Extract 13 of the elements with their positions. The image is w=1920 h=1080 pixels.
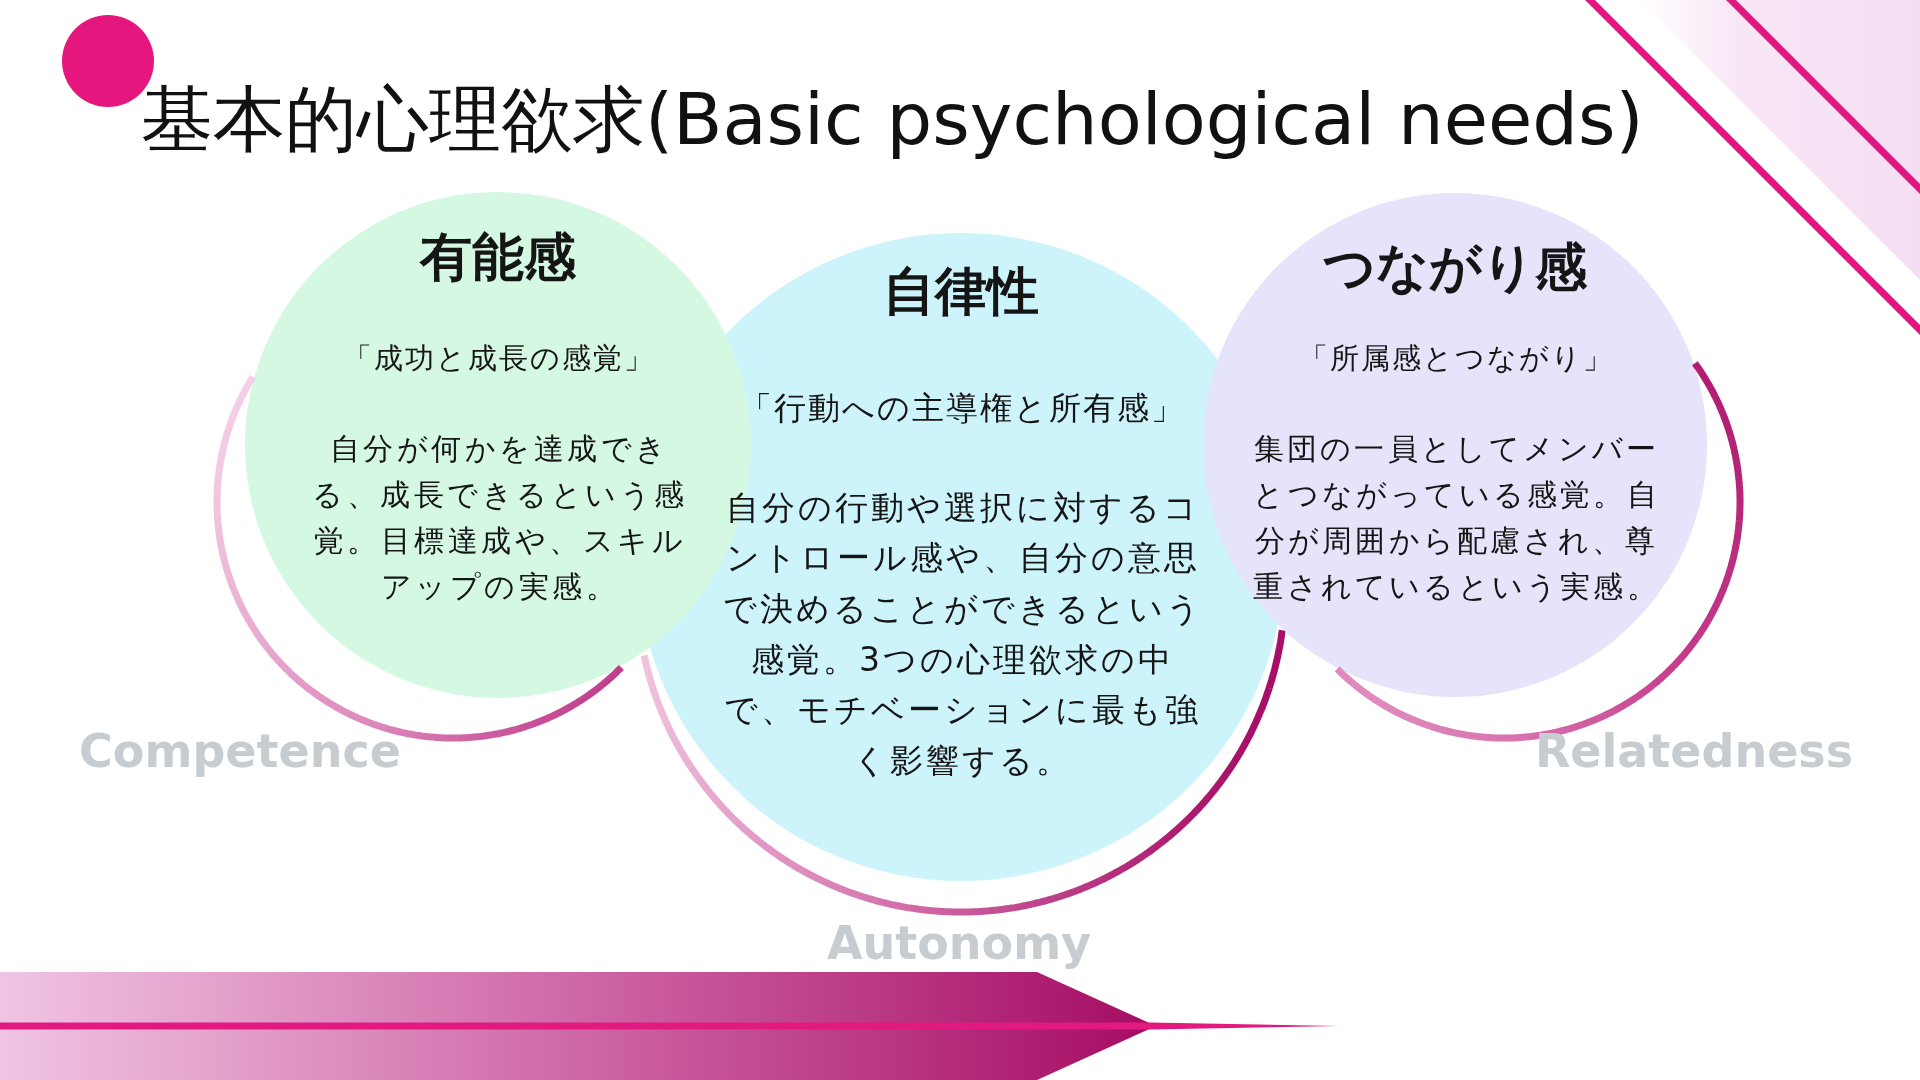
description-text: 集団の一員としてメンバーとつながっている感覚。自分が周囲から配慮され、尊重されているという実感。 [1252, 430, 1661, 606]
need-heading: 自律性 [883, 260, 1039, 323]
quote-subtitle: 「所属感とつながり」 [1298, 340, 1614, 377]
title: 基本的心理欲求(Basic psychological needs) [141, 76, 1644, 162]
english-label: Relatedness [1534, 723, 1854, 779]
need-heading: 有能感 [420, 226, 576, 289]
description-text: 自分が何かを達成できる、成長できるという感覚。目標達成や、スキルアップの実感。 [311, 430, 689, 606]
quote-subtitle: 「行動への主導権と所有感」 [739, 388, 1185, 429]
description-text: 自分の行動や選択に対するコントロール感や、自分の意思で決めることができるという感覚。3つの心理欲求の中で、モチベーションに最も強く影響する。 [721, 486, 1204, 783]
quote-subtitle: 「成功と成長の感覚」 [343, 340, 655, 377]
need-heading: つながり感 [1323, 236, 1587, 299]
english-label: Autonomy [826, 915, 1092, 971]
english-label: Competence [79, 723, 401, 779]
